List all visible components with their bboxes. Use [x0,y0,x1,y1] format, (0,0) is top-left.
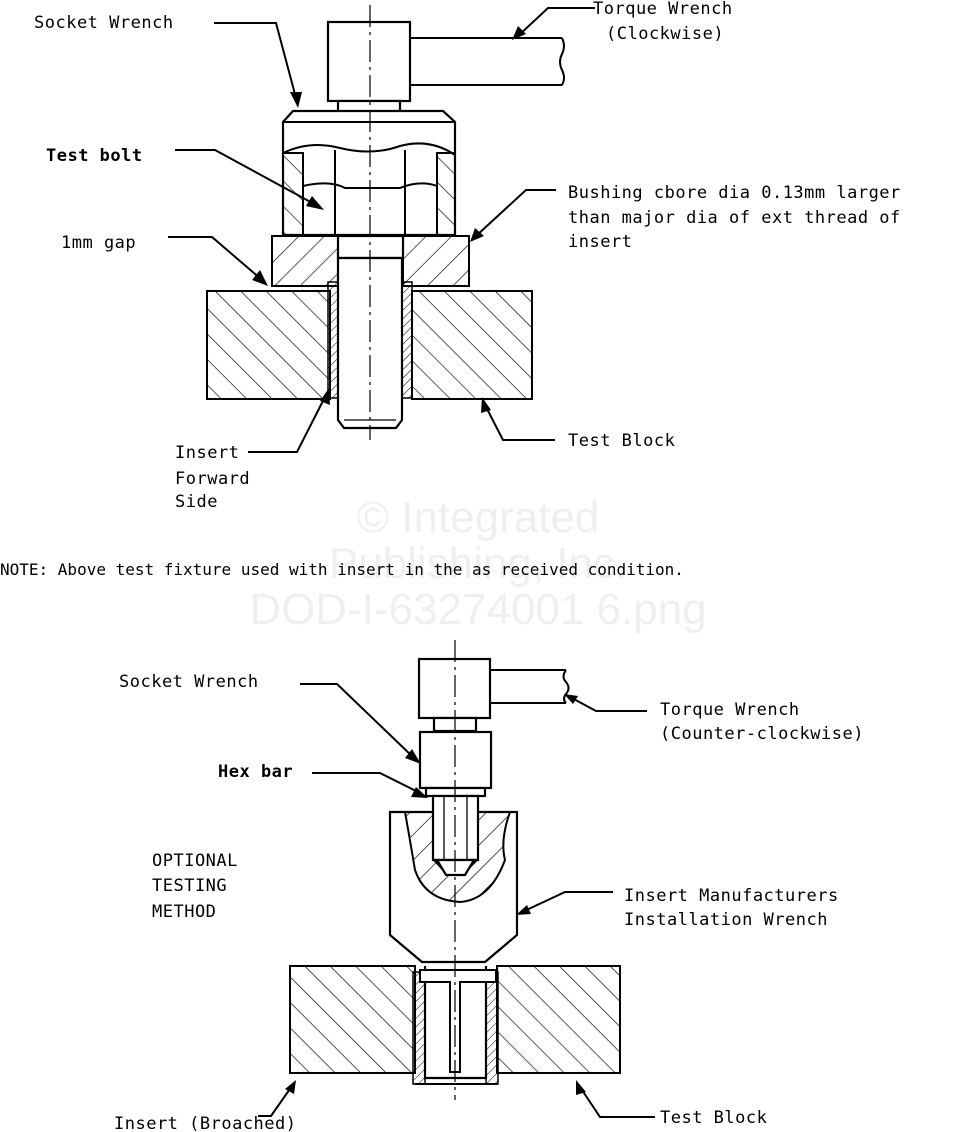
test-block-left [206,290,331,400]
test-bolt-head [302,150,438,235]
test-block-bottom [289,965,621,1085]
watermark-line-2: Publishing, Inc. [329,539,627,588]
label-install-wrench-line-2: Installation Wrench [624,910,828,930]
label-bushing-line-2: than major dia of ext thread of [568,208,901,228]
test-bolt-shank [336,256,404,430]
socket-wrench-top [281,109,457,237]
bushing-left [271,235,339,287]
socket-wall-right [436,152,456,236]
test-block-top [206,281,533,400]
torque-wrench-head [326,20,412,103]
test-block-right [411,290,533,400]
label-bushing-line-1: Bushing cbore dia 0.13mm larger [568,183,901,203]
bushing [271,234,470,287]
watermark: © Integrated Publishing, Inc. DOD-I-6327… [249,493,706,634]
test-block-bottom-right [496,965,621,1074]
leaders-top [168,7,595,453]
torque-wrench-handle [410,37,562,86]
label-insert-broached: Insert (Broached) [114,1114,297,1132]
label-torque-wrench-top: Torque Wrench [593,0,733,19]
label-test-bolt: Test bolt [46,146,143,166]
bushing-right [402,235,470,287]
label-socket-wrench-top: Socket Wrench [34,13,174,33]
top-figure: Socket Wrench Torque Wrench (Clockwise) … [34,0,901,512]
label-test-block-bottom: Test Block [660,1108,767,1128]
insert-broached-left [412,971,426,1085]
torque-wrench-break [559,37,565,86]
label-torque-wrench-direction-top: (Clockwise) [606,24,724,44]
insert-coil-left [327,281,339,399]
test-block-bottom-left [289,965,416,1074]
watermark-line-3: DOD-I-63274001 6.png [249,585,706,634]
label-optional-line-2: TESTING [152,876,227,896]
torque-wrench-bottom [417,657,570,733]
label-install-wrench-line-1: Insert Manufacturers [624,886,839,906]
label-hex-bar: Hex bar [218,762,293,782]
torque-wrench-handle-bottom [490,669,566,704]
label-insert-forward-line-1: Insert [175,443,239,463]
label-bushing-line-3: insert [568,232,632,252]
watermark-line-1: © Integrated [357,493,600,542]
label-torque-wrench-direction-bottom: (Counter-clockwise) [660,724,864,744]
installation-wrench [388,810,519,964]
insert-broached-right [485,971,499,1085]
label-optional-line-3: METHOD [152,902,216,922]
label-gap: 1mm gap [61,233,136,253]
label-test-block-top: Test Block [568,431,675,451]
torque-wrench-top [326,20,565,114]
label-socket-wrench-bottom: Socket Wrench [119,672,259,692]
socket-wall-left [282,152,304,236]
insert-coil-right [401,281,413,399]
label-optional-line-1: OPTIONAL [152,851,238,871]
socket-body [281,109,457,237]
label-insert-forward-line-3: Side [175,492,218,512]
bottom-figure: Socket Wrench Torque Wrench (Counter-clo… [114,640,864,1132]
leaders-bottom [258,683,655,1118]
installation-wrench-cavity-section [403,811,512,904]
socket-break-line [282,142,456,156]
label-torque-wrench-bottom: Torque Wrench [660,700,800,720]
label-insert-forward-line-2: Forward [175,469,250,489]
fixture-note: NOTE: Above test fixture used with inser… [0,560,684,579]
